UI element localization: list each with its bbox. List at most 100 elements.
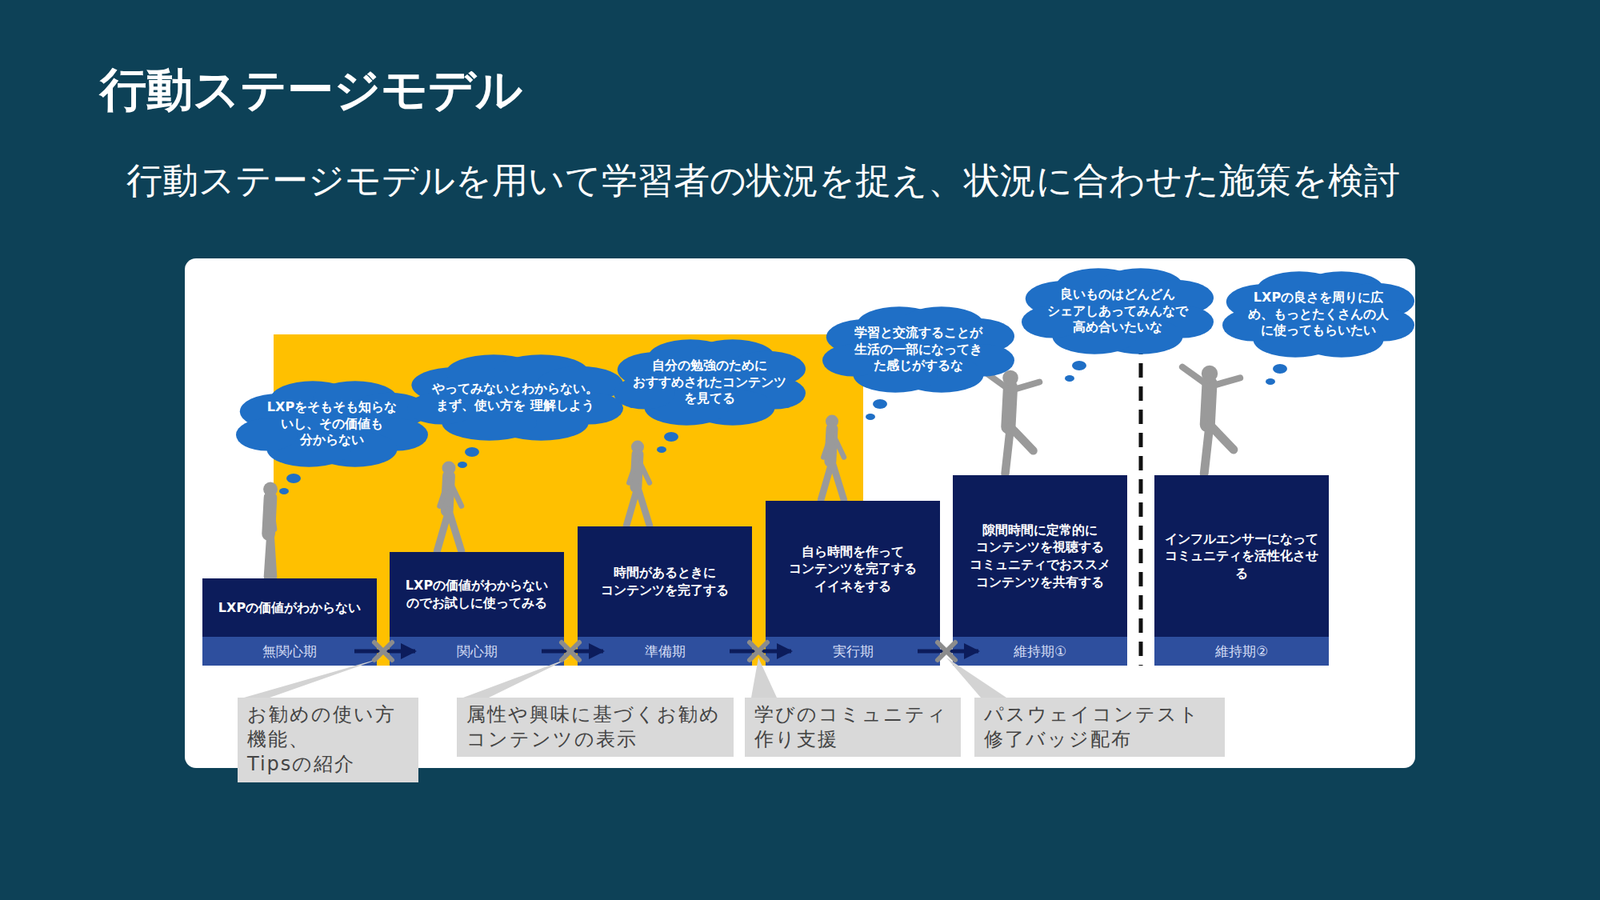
figure-leg <box>1209 424 1234 450</box>
thought-dot <box>464 447 480 457</box>
thought-dot <box>1064 375 1075 382</box>
figure-arm <box>823 432 832 457</box>
stage-node: LXPの価値がわからない無関心期 <box>202 578 377 666</box>
thought-dot <box>457 461 468 468</box>
figure-leg <box>637 487 650 526</box>
stage-band: 無関心期 <box>202 636 377 666</box>
figure-leg <box>1005 427 1012 475</box>
person-figure <box>263 482 278 577</box>
stage-box: LXPの価値がわからない のでお試しに使ってみる <box>389 552 564 637</box>
cloud-node: 良いものはどんどん シェアしあってみんなで 高め合いたいな <box>1021 266 1214 356</box>
stage-node: LXPの価値がわからない のでお試しに使ってみる関心期 <box>389 552 564 666</box>
stage-node: 時間があるときに コンテンツを完了する準備期 <box>577 526 752 666</box>
stage-name: 維持期① <box>1010 642 1070 661</box>
stage-text: 時間があるときに コンテンツを完了する <box>582 564 748 599</box>
cloud-node: 学習と交流することが 生活の一部になってき た感じがするな <box>822 304 1015 395</box>
figure-leg <box>832 461 844 500</box>
thought-text: LXPをそもそも知らな いし、その価値も 分からない <box>255 399 409 449</box>
stage-text: 隙間時間に定常的に コンテンツを視聴する コミュニティでおススメ コンテンツを共… <box>957 521 1123 591</box>
figure-leg <box>448 510 462 552</box>
cloud-node: 自分の勉強のために おすすめされたコンテンツ を見てる <box>613 337 806 428</box>
measure-text: 属性や興味に基づくお勧め コンテンツの表示 <box>466 702 724 752</box>
stage-node: 自ら時間を作って コンテンツを完了する イイネをする実行期 <box>765 500 940 666</box>
leader-wedge <box>946 657 1007 698</box>
measure-text: お勧めの使い方 機能、Tipsの紹介 <box>247 702 409 778</box>
thought-text: 学習と交流することが 生活の一部になってき た感じがするな <box>841 324 996 375</box>
stage-text: インフルエンサーになって コミュニティを活性化させ る <box>1159 530 1324 583</box>
x-mark <box>937 642 956 660</box>
stage-band: 実行期 <box>765 636 940 666</box>
person-figure <box>984 370 1040 474</box>
x-mark <box>749 642 768 660</box>
figure-arm <box>448 479 462 506</box>
thought-dot <box>656 446 667 453</box>
stage-name: 維持期② <box>1212 642 1272 661</box>
stage-box: 時間があるときに コンテンツを完了する <box>577 526 752 637</box>
figure-arm <box>637 457 650 483</box>
stage-band-bar <box>952 636 1128 666</box>
thought-dot <box>1072 360 1087 371</box>
gbox-node: パスウェイコンテスト 修了バッジ配布 <box>974 697 1225 757</box>
gbox-node: お勧めの使い方 機能、Tipsの紹介 <box>237 697 419 783</box>
x-mark <box>937 642 956 660</box>
stage-node: 隙間時間に定常的に コンテンツを視聴する コミュニティでおススメ コンテンツを共… <box>952 475 1128 666</box>
figure-leg <box>1010 427 1034 452</box>
subtitle-label: 行動ステージモデルを用いて学習者の状況を捉え、状況に合わせた施策を検討 <box>126 156 1400 205</box>
person-figure <box>1182 365 1240 474</box>
figure-leg <box>270 533 274 577</box>
figure-arm <box>1209 377 1240 387</box>
stage-name: 無関心期 <box>259 642 320 661</box>
thought-text: 自分の勉強のために おすすめされたコンテンツ を見てる <box>632 357 787 408</box>
thought-dot <box>279 488 289 495</box>
stage-box: 自ら時間を作って コンテンツを完了する イイネをする <box>765 500 940 637</box>
stage-name: 準備期 <box>641 642 689 661</box>
measure-text: 学びのコミュニティ 作り支援 <box>754 702 952 752</box>
stage-band-bar <box>202 636 377 666</box>
stage-text: LXPの価値がわからない のでお試しに使ってみる <box>394 576 560 612</box>
stage-box: 隙間時間に定常的に コンテンツを視聴する コミュニティでおススメ コンテンツを共… <box>952 475 1128 637</box>
thought-dot <box>872 399 888 409</box>
thought-text: LXPの良さを周りに広 め、もっとたくさんの人 に使ってもらいたい <box>1241 289 1396 340</box>
leader-wedge <box>463 657 571 698</box>
stage-band: 準備期 <box>577 636 752 666</box>
thought-dot <box>865 413 876 420</box>
gbox-node: 属性や興味に基づくお勧め コンテンツの表示 <box>456 697 734 757</box>
stage-band-bar <box>577 636 752 666</box>
x-mark <box>561 642 580 660</box>
person-figure <box>436 461 462 552</box>
figure-arm <box>440 479 449 506</box>
figure-arm <box>832 432 844 457</box>
cloud-node: LXPをそもそも知らな いし、その価値も 分からない <box>236 379 428 469</box>
leader-wedge <box>751 657 777 698</box>
stage-band-bar <box>389 636 564 666</box>
stage-band: 関心期 <box>389 636 564 666</box>
stage-box: LXPの価値がわからない <box>202 578 377 637</box>
panel <box>184 258 1416 768</box>
x-mark <box>374 642 392 660</box>
cloud-node: LXPの良さを周りに広 め、もっとたくさんの人 に使ってもらいたい <box>1222 269 1415 360</box>
page-title: 行動ステージモデル <box>100 59 523 122</box>
stage-band: 維持期① <box>952 636 1128 666</box>
x-mark <box>374 642 392 660</box>
stage-name: 関心期 <box>453 642 501 661</box>
stage-text: LXPの価値がわからない <box>218 599 361 617</box>
leader-wedge <box>244 657 384 698</box>
x-mark <box>749 642 768 660</box>
stage-band: 維持期② <box>1154 636 1329 666</box>
cloud-node: やってみないとわからない。 まず、使い方を 理解しよう <box>407 352 624 443</box>
stage-node: インフルエンサーになって コミュニティを活性化させ る維持期② <box>1154 475 1329 666</box>
person-figure <box>626 440 650 526</box>
figure-leg <box>1204 424 1210 474</box>
thought-dot <box>664 432 679 442</box>
gbox-node: 学びのコミュニティ 作り支援 <box>744 697 961 757</box>
stage-name: 実行期 <box>829 642 877 661</box>
figure-arm <box>266 500 271 529</box>
figure-arm <box>1010 382 1040 392</box>
x-mark <box>561 642 580 660</box>
stage-text: 自ら時間を作って コンテンツを完了する イイネをする <box>770 543 936 596</box>
measure-text: パスウェイコンテスト 修了バッジ配布 <box>984 702 1216 752</box>
stage-band-bar <box>1154 636 1329 666</box>
figure-arm <box>1182 367 1210 387</box>
thought-dot <box>286 473 301 484</box>
stage-band-bar <box>765 636 940 666</box>
